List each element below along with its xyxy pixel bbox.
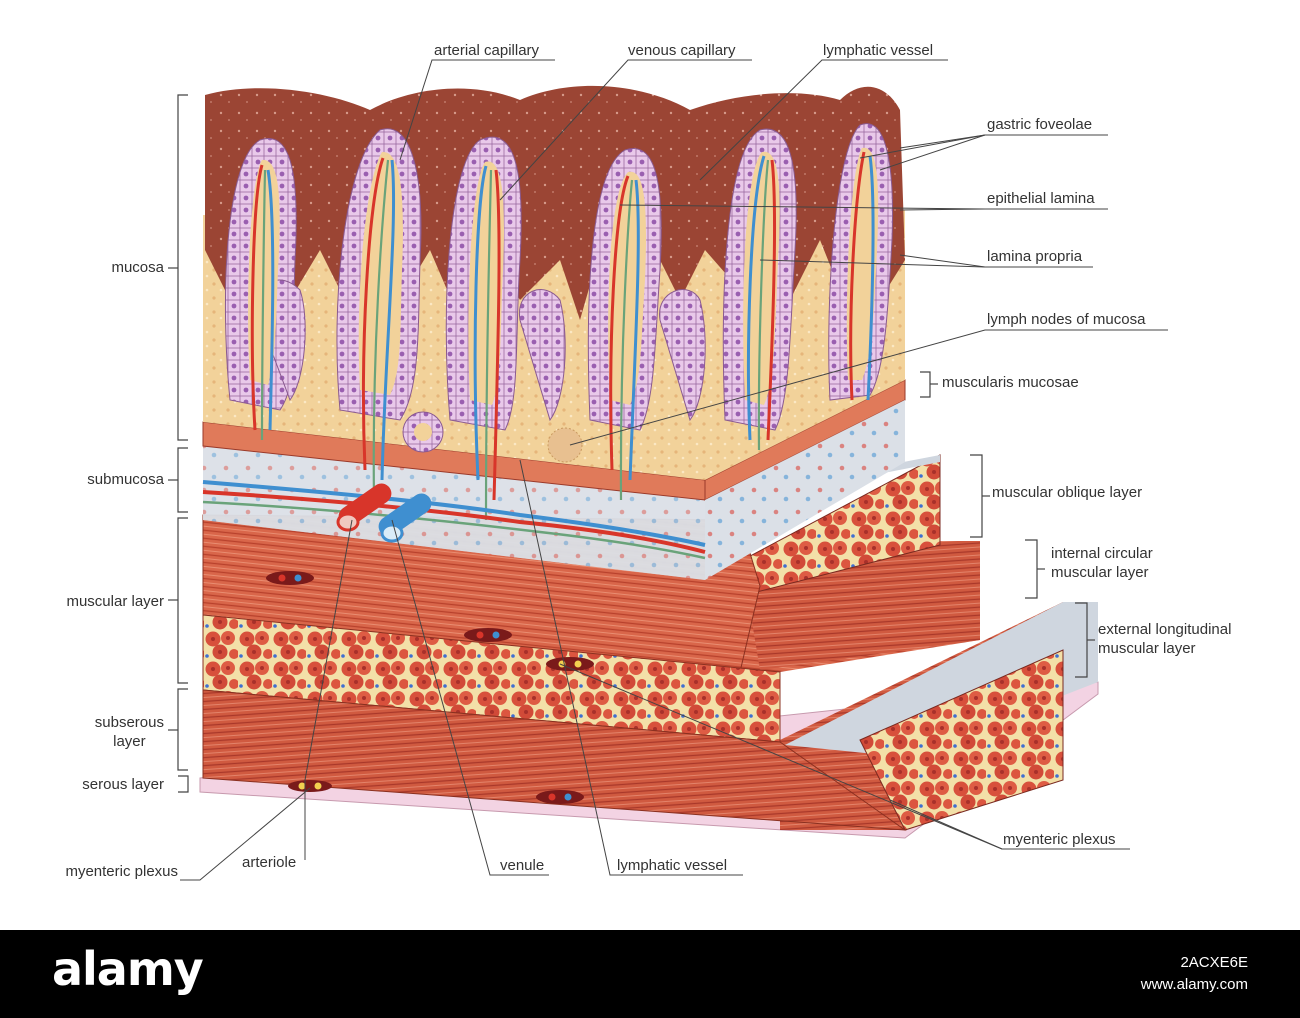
- label-arteriole: arteriole: [242, 854, 297, 871]
- label-gastric-foveolae: gastric foveolae: [987, 116, 1093, 133]
- stock-footer-bar: alamy 2ACXE6E www.alamy.com: [0, 930, 1300, 1018]
- label-serous-layer: serous layer: [82, 776, 164, 793]
- label-lymphatic-vessel-bottom: lymphatic vessel: [617, 857, 728, 874]
- label-submucosa: submucosa: [87, 471, 164, 488]
- layer-brackets: [168, 94, 1095, 793]
- diagram-stage: arterial capillary venous capillary lymp…: [65, 42, 1232, 881]
- label-muscular-layer: muscular layer: [66, 593, 164, 610]
- label-venule: venule: [500, 857, 545, 874]
- label-myenteric-plexus-right: myenteric plexus: [1003, 831, 1116, 848]
- leader-lines: [180, 59, 1168, 881]
- stock-logo: alamy: [52, 942, 204, 996]
- stomach-wall-illustration: [168, 59, 1168, 881]
- label-epithelial-lamina: epithelial lamina: [987, 190, 1095, 207]
- label-internal-circular-muscular-layer: internal circular muscular layer: [1051, 545, 1153, 581]
- label-myenteric-plexus-left: myenteric plexus: [65, 863, 178, 880]
- label-muscular-oblique-layer: muscular oblique layer: [992, 484, 1143, 501]
- stock-site: www.alamy.com: [1140, 976, 1248, 993]
- label-external-longitudinal-muscular-layer: external longitudinal muscular layer: [1098, 621, 1232, 657]
- label-lamina-propria: lamina propria: [987, 248, 1083, 265]
- label-arterial-capillary: arterial capillary: [434, 42, 540, 59]
- stock-image-id: 2ACXE6E: [1180, 954, 1248, 971]
- label-mucosa: mucosa: [111, 259, 164, 276]
- stock-info: 2ACXE6E www.alamy.com: [1141, 952, 1248, 996]
- label-venous-capillary: venous capillary: [628, 42, 736, 59]
- label-muscularis-mucosae: muscularis mucosae: [942, 374, 1079, 391]
- label-lymph-nodes-of-mucosa: lymph nodes of mucosa: [987, 311, 1146, 328]
- label-subserous-layer: subserous layer: [94, 714, 164, 750]
- label-lymphatic-vessel-top: lymphatic vessel: [823, 42, 934, 59]
